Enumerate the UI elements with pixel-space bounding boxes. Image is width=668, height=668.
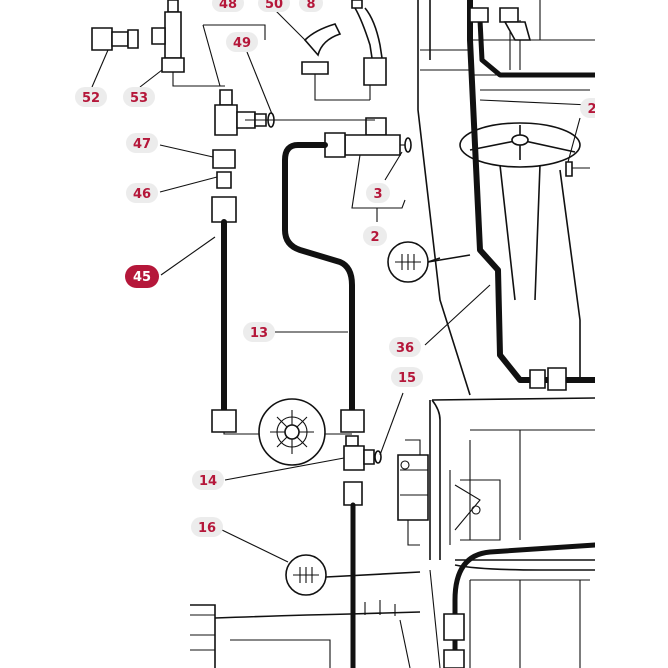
callout-50[interactable]: 50 [258, 0, 290, 12]
callout-52[interactable]: 52 [75, 87, 107, 107]
callout-2[interactable]: 2 [363, 226, 387, 246]
callout-52-text: 52 [82, 91, 100, 106]
callout-36-text: 36 [396, 341, 414, 356]
pressure-test-fittings [91, 0, 412, 222]
callout-50-text: 50 [265, 0, 283, 12]
hose-13 [282, 142, 382, 668]
callout-13-text: 13 [250, 326, 268, 341]
callout-47[interactable]: 47 [126, 133, 158, 153]
callout-2-right-edge-text: 2 [587, 102, 596, 117]
callout-14-text: 14 [199, 474, 217, 489]
sensor-symbol-upper [387, 241, 471, 283]
callout-53-text: 53 [130, 91, 148, 106]
callout-8-text: 8 [306, 0, 315, 12]
right-hydraulic-lines [443, 0, 598, 668]
hose-assembly-45 [211, 149, 262, 435]
callout-36[interactable]: 36 [389, 337, 421, 357]
callout-13[interactable]: 13 [243, 322, 275, 342]
callout-3[interactable]: 3 [366, 183, 390, 203]
callout-49-text: 49 [233, 36, 251, 51]
callout-16[interactable]: 16 [191, 517, 223, 537]
leader-lines [91, 49, 581, 563]
callout-48[interactable]: 48 [212, 0, 244, 12]
callout-47-text: 47 [133, 137, 151, 152]
callout-15-text: 15 [398, 371, 416, 386]
callout-14[interactable]: 14 [192, 470, 224, 490]
sensor-symbol-lower [285, 554, 421, 596]
callout-46-text: 46 [133, 187, 151, 202]
callout-15[interactable]: 15 [391, 367, 423, 387]
callout-2-text: 2 [370, 230, 379, 245]
callout-45-selected[interactable]: 45 [125, 265, 159, 288]
callout-48-text: 48 [219, 0, 237, 12]
callout-49[interactable]: 49 [226, 32, 258, 52]
callout-8[interactable]: 8 [299, 0, 323, 12]
callout-53[interactable]: 53 [123, 87, 155, 107]
callout-3-text: 3 [373, 187, 382, 202]
tractor-body-outline [190, 0, 596, 668]
callout-46[interactable]: 46 [126, 183, 158, 203]
callout-16-text: 16 [198, 521, 216, 536]
callout-45-text: 45 [133, 270, 151, 285]
pressure-gauge-symbol [258, 398, 326, 466]
right-margin [595, 0, 668, 668]
